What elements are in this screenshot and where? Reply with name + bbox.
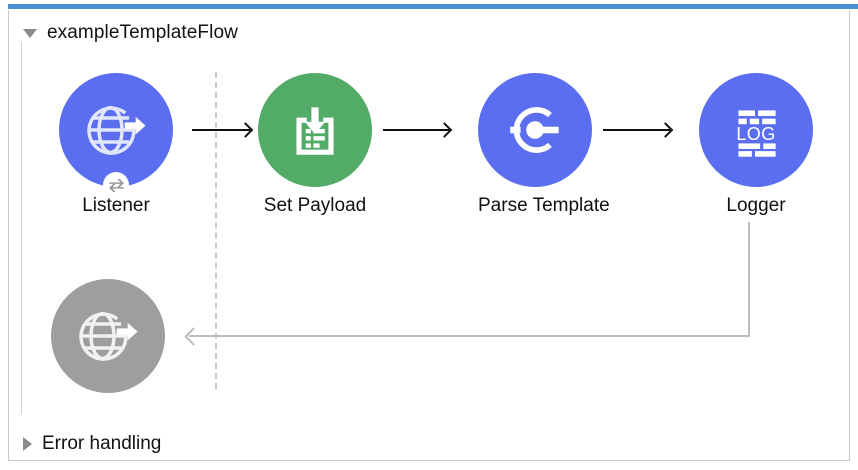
- return-connector-vertical: [748, 222, 750, 336]
- log-lines-icon: LOG: [723, 97, 789, 163]
- triangle-right-icon[interactable]: [23, 437, 32, 451]
- flow-group-header[interactable]: exampleTemplateFlow: [23, 21, 238, 45]
- flow-node-logger[interactable]: LOG Logger: [699, 73, 813, 217]
- node-circle[interactable]: [59, 73, 173, 198]
- error-handling-header[interactable]: Error handling: [23, 432, 161, 456]
- node-circle[interactable]: [51, 279, 165, 393]
- transform-c-icon: [502, 97, 568, 163]
- globe-arrow-icon: [73, 301, 143, 371]
- svg-text:LOG: LOG: [736, 124, 775, 144]
- return-connector-arrowhead: [184, 327, 203, 346]
- node-circle[interactable]: [478, 73, 592, 187]
- node-label: Listener: [82, 195, 150, 216]
- return-connector-horizontal: [189, 335, 750, 337]
- triangle-down-icon[interactable]: [23, 28, 37, 38]
- node-circle[interactable]: LOG: [699, 73, 813, 187]
- flow-node-parse-template[interactable]: Parse Template: [478, 73, 610, 217]
- node-label: Parse Template: [478, 195, 610, 216]
- flow-node-listener[interactable]: Listener: [59, 73, 173, 217]
- node-label: Set Payload: [263, 195, 367, 216]
- flow-canvas[interactable]: exampleTemplateFlow: [8, 10, 850, 461]
- globe-arrow-icon: [81, 95, 151, 165]
- flow-node-set-payload[interactable]: Set Payload: [258, 73, 372, 217]
- source-process-separator: [215, 72, 217, 389]
- error-handling-label: Error handling: [42, 433, 162, 454]
- flow-group-left-rule: [21, 42, 22, 414]
- flow-node-listener-response[interactable]: [51, 279, 165, 401]
- exchange-arrows-icon: [103, 172, 129, 198]
- connector-listener-to-set-payload: [192, 129, 250, 131]
- node-label: Logger: [726, 195, 786, 216]
- connector-parse-template-to-logger: [603, 129, 670, 131]
- connector-set-payload-to-parse-template: [383, 129, 449, 131]
- editor-accent-bar: [8, 4, 858, 9]
- document-down-arrow-icon: [282, 97, 348, 163]
- node-circle[interactable]: [258, 73, 372, 187]
- page-title: exampleTemplateFlow: [47, 22, 238, 43]
